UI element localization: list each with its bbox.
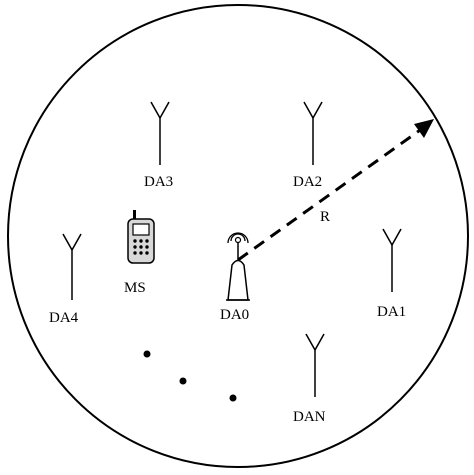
ellipsis-dot xyxy=(179,377,187,385)
radius-arrow xyxy=(237,121,431,262)
base-station-icon xyxy=(226,232,250,301)
radius-label: R xyxy=(320,209,330,225)
da3-label: DA3 xyxy=(144,174,173,190)
antenna-icon xyxy=(305,333,325,397)
da0-label: DA0 xyxy=(220,307,249,323)
radius-arrowhead xyxy=(414,119,434,138)
antenna-icon xyxy=(303,101,323,165)
dan-label: DAN xyxy=(293,409,326,425)
mobile-phone-icon xyxy=(127,210,155,264)
antenna-icon xyxy=(150,101,170,165)
da1-label: DA1 xyxy=(377,304,406,320)
ms-label: MS xyxy=(124,280,146,296)
ellipsis-dot xyxy=(143,350,151,358)
da4-label: DA4 xyxy=(49,310,79,326)
ellipsis-dot xyxy=(229,394,237,402)
cell-boundary xyxy=(7,4,469,468)
antenna-icon xyxy=(382,228,402,292)
antenna-icon xyxy=(62,233,82,300)
da2-label: DA2 xyxy=(293,174,322,190)
